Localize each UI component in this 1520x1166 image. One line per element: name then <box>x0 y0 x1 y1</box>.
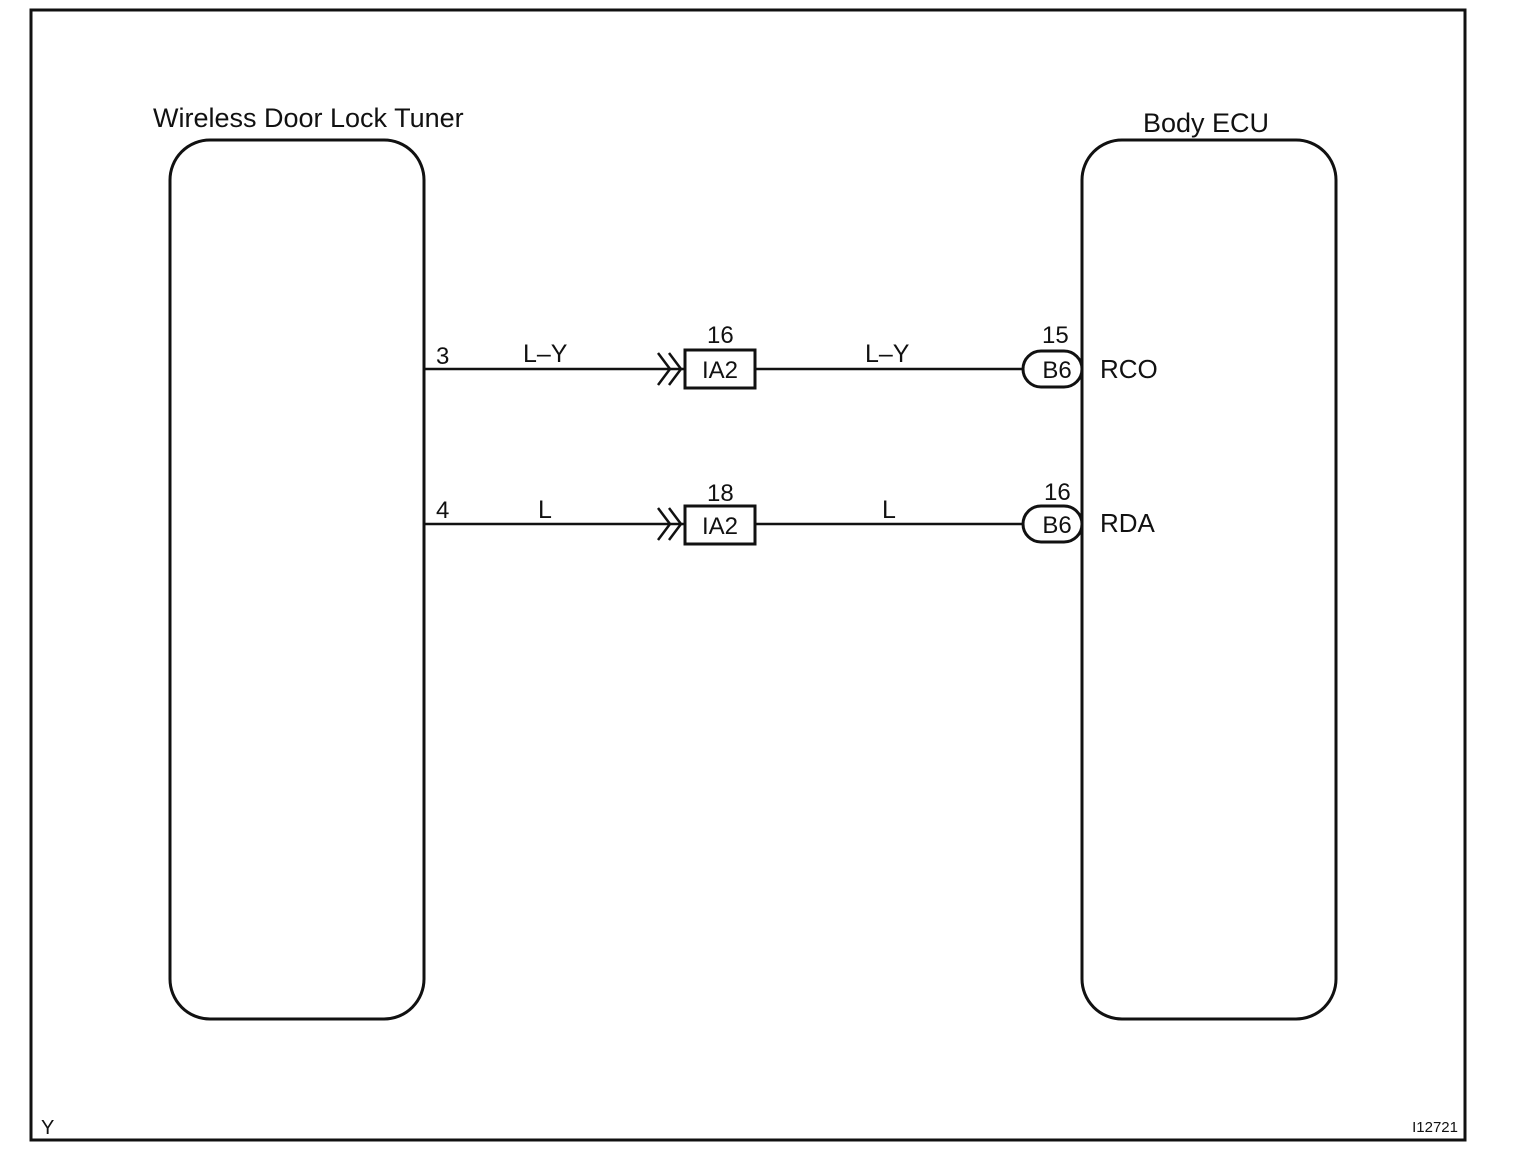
tuner-pin-label: 4 <box>436 497 449 524</box>
wire-color-label-left: L–Y <box>523 340 568 368</box>
ecu-title: Body ECU <box>1143 108 1269 138</box>
tuner-box <box>168 138 426 1021</box>
connector-chevron-icon <box>657 352 683 386</box>
ecu-connector-oval <box>1021 349 1084 389</box>
figure-id-label: I12721 <box>1412 1119 1458 1136</box>
connector-chevron-icon <box>657 507 683 541</box>
inline-pin-label: 18 <box>707 480 734 507</box>
corner-label: Y <box>41 1117 54 1139</box>
ecu-connector-label: B6 <box>1042 512 1071 539</box>
ecu-pin-label: 15 <box>1042 322 1069 349</box>
tuner-pin-label: 3 <box>436 343 449 370</box>
ecu-terminal-label: RCO <box>1100 354 1158 384</box>
ecu-box <box>1080 138 1338 1021</box>
inline-pin-label: 16 <box>707 322 734 349</box>
wire-color-label-right: L <box>882 496 896 524</box>
inline-connector-label: IA2 <box>702 513 738 540</box>
diagram-frame <box>29 8 1467 1142</box>
body-ecu: Body ECU <box>1080 108 1338 1021</box>
wire-color-label-left: L <box>538 496 552 524</box>
ecu-pin-label: 16 <box>1044 479 1071 506</box>
ecu-connector-label: B6 <box>1042 357 1071 384</box>
wireless-door-lock-tuner: Wireless Door Lock Tuner <box>153 103 464 1021</box>
inline-connector-label: IA2 <box>702 357 738 384</box>
ecu-terminal-label: RDA <box>1100 508 1156 538</box>
ecu-connector-oval <box>1021 504 1084 544</box>
circuit-rda: 4 L 18 IA2 L 16 B6 RDA <box>424 479 1156 546</box>
tuner-title: Wireless Door Lock Tuner <box>153 103 464 133</box>
circuit-rco: 3 L–Y 16 IA2 L–Y 15 B6 RCO <box>424 322 1158 390</box>
wire-color-label-right: L–Y <box>865 340 910 368</box>
